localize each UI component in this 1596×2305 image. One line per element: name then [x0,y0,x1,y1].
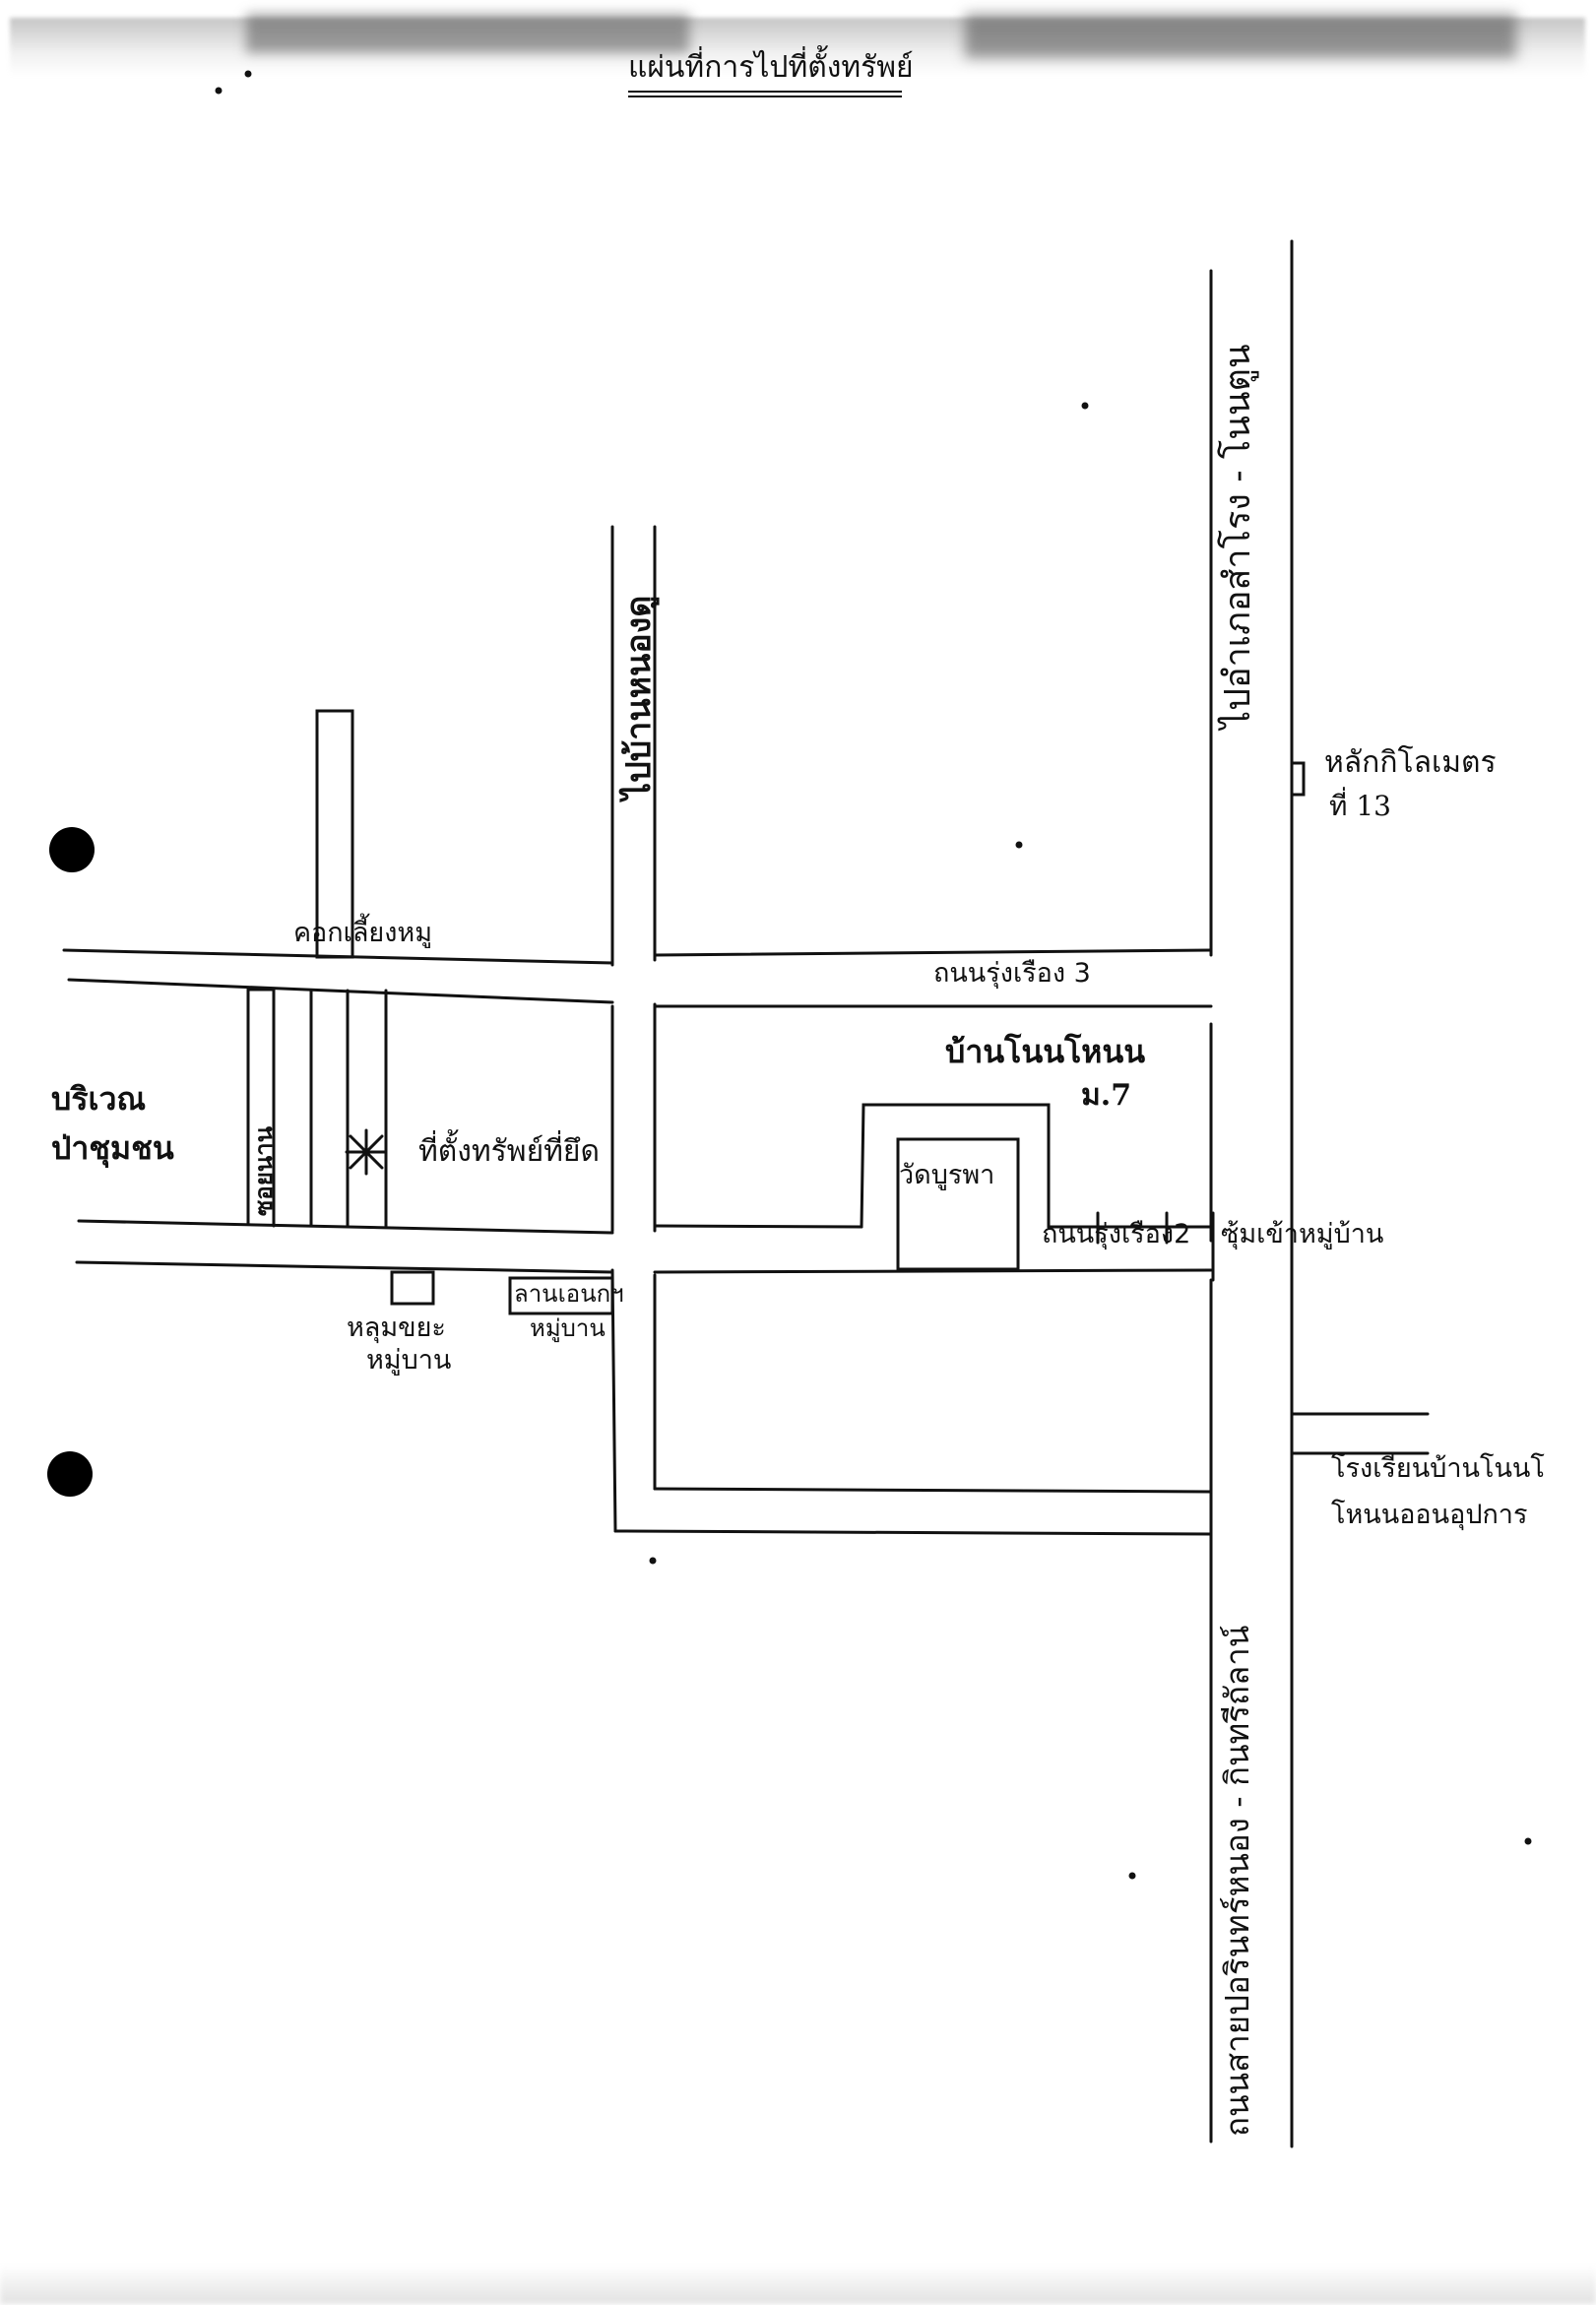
temple-outer-wall [860,1103,1051,1229]
label-soi: ซอยนาน [249,1125,278,1216]
yard-marker [508,1276,614,1315]
scan-speck [1081,402,1089,410]
scan-speck [244,70,252,78]
road-r2-bottom-west [75,1260,614,1274]
label-garbage-2: หมู่บาน [366,1345,452,1376]
road-r3-top-east [653,948,1213,957]
scan-speck [1015,841,1023,849]
label-road-to-village: ไปบ้านหนองดู [619,595,659,800]
scan-shadow-left [246,14,689,53]
road-r3-bottom-west [67,978,614,1004]
south-road-top [653,1487,1213,1494]
road-r2-top-west [77,1219,614,1235]
label-forest-area-1: บริเวณ [51,1080,147,1118]
label-village-no: ม.7 [1081,1078,1132,1113]
scan-shadow-right [965,14,1516,58]
label-highway-north: ไปอำเภอสำโรง - โนนตูน [1218,344,1258,729]
temple-building [896,1137,1020,1271]
label-village-name: บ้านโนนโหนน [945,1033,1146,1070]
label-property: ที่ตั้งทรัพย์ที่ยึด [418,1134,600,1169]
label-road-rungrueang-2: ถนนรุ่งเรือง2 [1042,1219,1191,1249]
label-yard-2: หมู่บาน [530,1314,606,1342]
garbage-pit [390,1270,435,1306]
map-title: แผ่นที่การไปที่ตั้งทรัพย์ [628,50,914,85]
south-road-bottom [613,1529,1213,1536]
label-school-1: โรงเรียนบ้านโนนโ [1331,1453,1545,1484]
label-garbage-1: หลุมขยะ [347,1313,446,1343]
km-marker-post [1290,761,1306,797]
label-pig-farm: คอกเลี้ยงหมู [293,918,432,948]
asterisk-marker-icon [345,1128,388,1176]
scan-speck [649,1557,657,1565]
title-underline [628,91,902,97]
label-road-rungrueang-3: ถนนรุ่งเรือง 3 [933,958,1091,989]
label-school-2: โหนนออนอุปการ [1331,1500,1528,1530]
road-r2-bottom-east [653,1268,1213,1274]
scan-speck [1128,1872,1136,1880]
scan-speck [1524,1837,1532,1845]
punch-hole-icon [47,1451,93,1497]
label-forest-area-2: ป่าชุมชน [51,1129,174,1167]
punch-hole-icon [49,827,95,872]
pig-farm-building [315,709,354,959]
label-village-gate: ซุ้มเข้าหมู่บ้าน [1221,1219,1384,1249]
label-km-marker-1: หลักกิโลเมตร [1324,745,1497,780]
road-r2-top-east [653,1224,863,1229]
label-temple: วัดบูรพา [899,1160,995,1190]
scan-shadow-bottom [0,2265,1596,2304]
scan-speck [215,87,223,95]
label-highway-south: ถนนสายปอรินทร์หนอง - กินทรีถัลาน์ [1218,1625,1256,2137]
label-km-marker-2: ที่ 13 [1329,790,1391,822]
label-yard-1: ลานเอนกฯ [514,1280,624,1308]
